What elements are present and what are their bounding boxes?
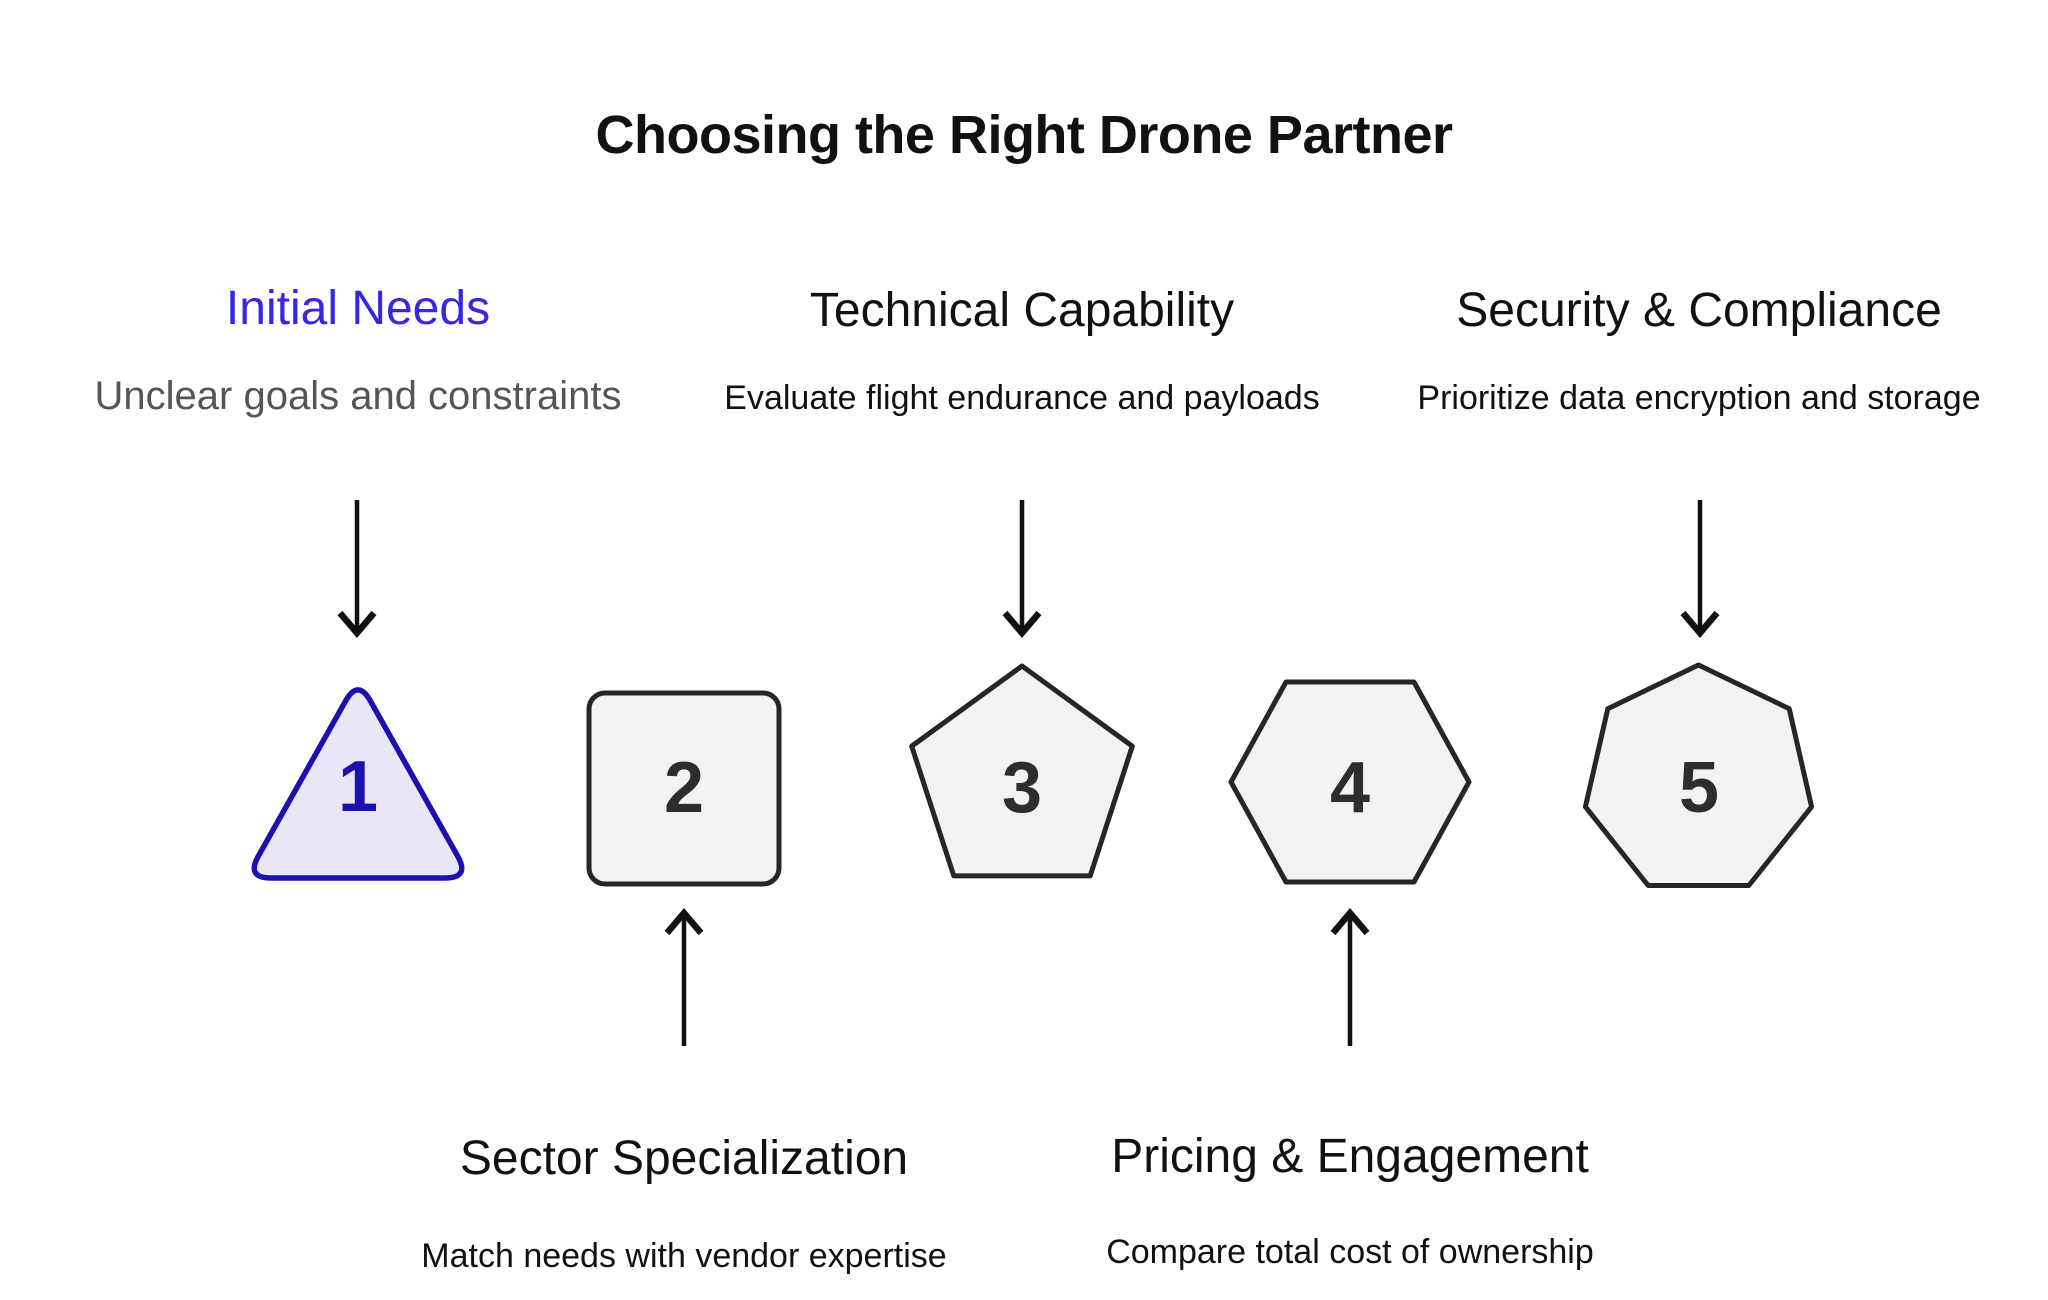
step-5-description: Prioritize data encryption and storage (1417, 379, 1981, 417)
step-1-description: Unclear goals and constraints (94, 374, 622, 418)
down-arrow-step-5 (1680, 500, 1720, 639)
page-title: Choosing the Right Drone Partner (595, 105, 1453, 165)
step-5-label: Security & Compliance (1456, 284, 1942, 337)
pentagon-shape-step-3 (909, 663, 1135, 879)
step-5-number: 5 (1678, 748, 1720, 828)
step-3-description: Evaluate flight endurance and payloads (724, 379, 1320, 417)
up-arrow-step-4 (1330, 907, 1370, 1046)
step-4-label: Pricing & Engagement (1111, 1130, 1589, 1183)
hexagon-shape-step-4 (1228, 679, 1472, 885)
down-arrow-step-3 (1002, 500, 1042, 639)
step-1-label: Initial Needs (225, 282, 491, 335)
up-arrow-step-2 (664, 907, 704, 1046)
step-1-number: 1 (337, 747, 379, 827)
triangle-shape-step-1 (251, 687, 465, 881)
step-4-number: 4 (1329, 748, 1371, 828)
step-3-number: 3 (1001, 748, 1043, 828)
square-shape-step-2 (586, 690, 782, 887)
down-arrow-step-1 (337, 500, 377, 639)
heptagon-shape-step-5 (1582, 662, 1815, 888)
step-2-label: Sector Specialization (459, 1132, 909, 1185)
step-4-description: Compare total cost of ownership (1106, 1233, 1594, 1271)
step-2-description: Match needs with vendor expertise (421, 1237, 947, 1275)
step-3-label: Technical Capability (809, 284, 1235, 337)
step-2-number: 2 (663, 748, 705, 828)
